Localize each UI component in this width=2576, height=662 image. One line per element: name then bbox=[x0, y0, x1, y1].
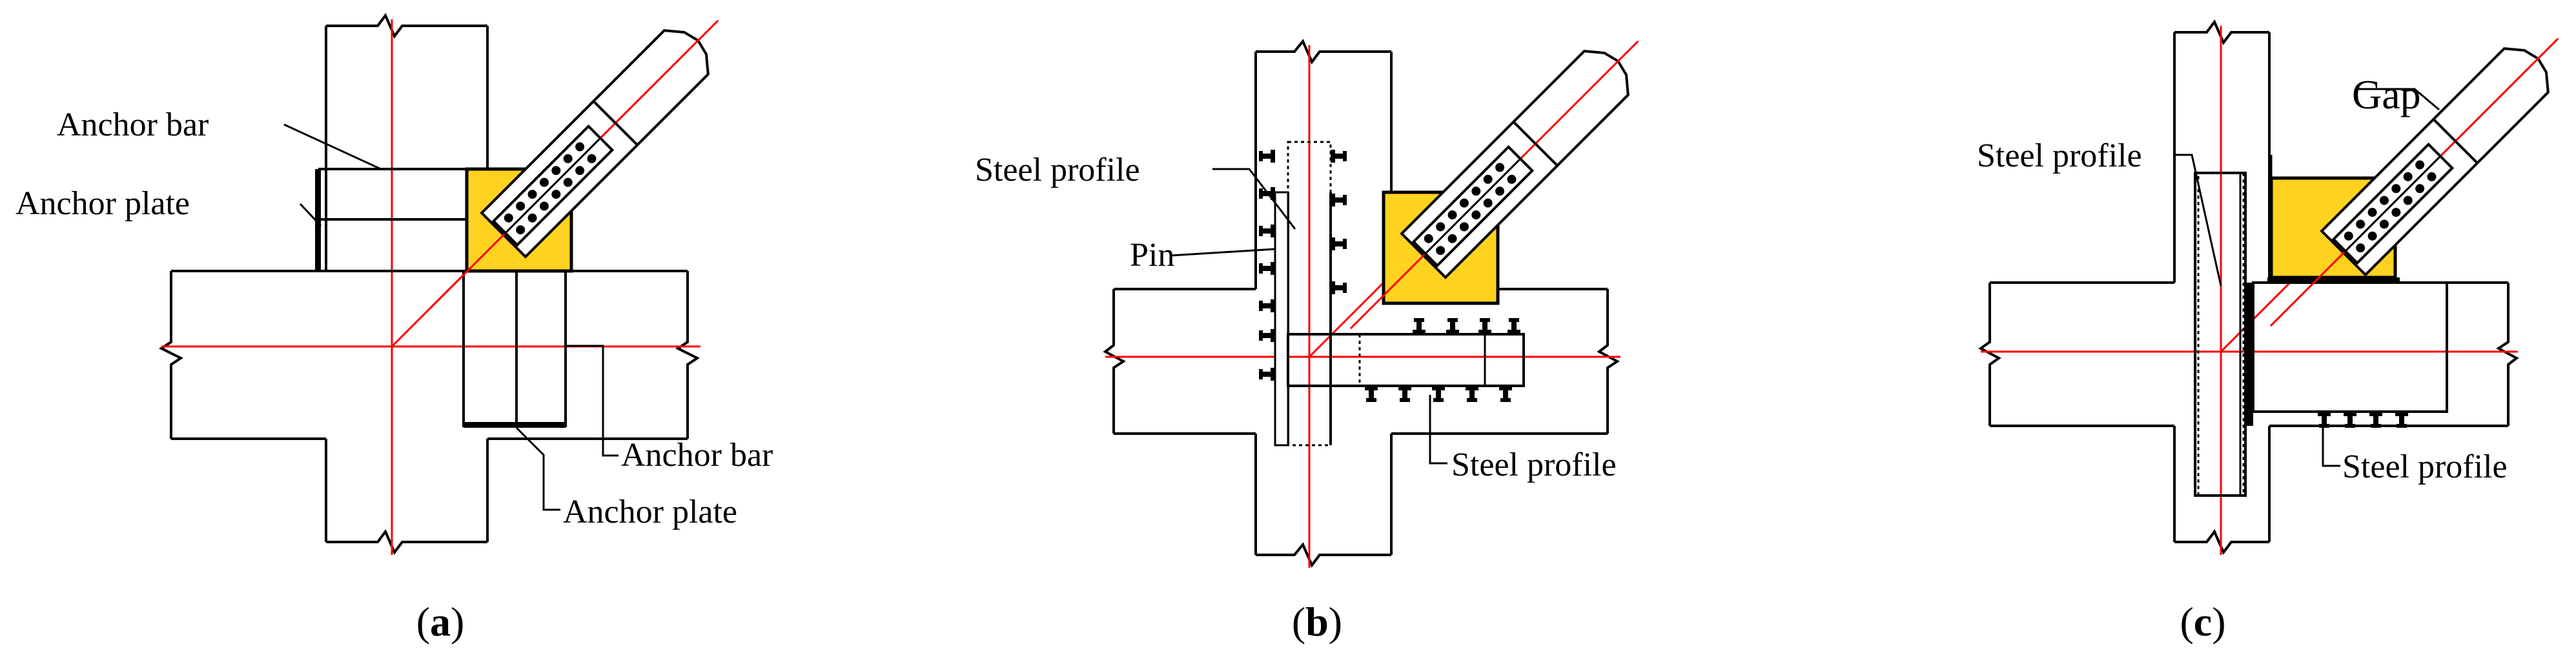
column-outline bbox=[325, 13, 489, 555]
gusset-base-plate bbox=[2267, 277, 2400, 283]
caption-c: (c) bbox=[2180, 599, 2225, 645]
leaders bbox=[2176, 88, 2440, 467]
label-anchor-plate-bottom: Anchor plate bbox=[563, 494, 737, 530]
beam-outline bbox=[1103, 288, 1620, 435]
column-outline bbox=[2173, 19, 2271, 555]
anchor-plate-top bbox=[315, 169, 321, 271]
label-anchor-bar-bottom: Anchor bar bbox=[621, 437, 773, 474]
anchor-bars-top bbox=[318, 168, 468, 272]
steel-profile-horizontal bbox=[2252, 281, 2448, 413]
anchor-bars-bottom bbox=[462, 270, 567, 427]
caption-a: (a) bbox=[416, 599, 465, 645]
label-steel-profile-top: Steel profile bbox=[975, 152, 1140, 188]
anchor-plate-bottom bbox=[464, 422, 566, 428]
leaders bbox=[1170, 168, 1447, 465]
label-anchor-bar-top: Anchor bar bbox=[57, 106, 209, 143]
label-pin: Pin bbox=[1130, 237, 1174, 274]
steel-profile-vertical bbox=[1274, 141, 1332, 446]
panel-a: Anchor bar Anchor plate Anchor bar Ancho… bbox=[15, 0, 773, 645]
label-gap: Gap bbox=[2352, 72, 2421, 117]
steel-profile-vertical bbox=[2194, 172, 2253, 497]
label-steel-profile-top: Steel profile bbox=[1977, 137, 2142, 174]
leaders bbox=[283, 123, 618, 511]
label-steel-profile-bottom: Steel profile bbox=[1451, 446, 1617, 483]
panel-b: Steel profile Pin Steel profile (b) bbox=[975, 19, 1660, 645]
caption-b: (b) bbox=[1292, 599, 1342, 645]
panel-c: Gap Steel profile Steel profile (c) bbox=[1977, 17, 2576, 645]
label-anchor-plate-top: Anchor plate bbox=[15, 185, 190, 222]
brace bbox=[409, 0, 740, 330]
beam-outline bbox=[159, 270, 700, 440]
label-steel-profile-bottom: Steel profile bbox=[2342, 448, 2508, 485]
